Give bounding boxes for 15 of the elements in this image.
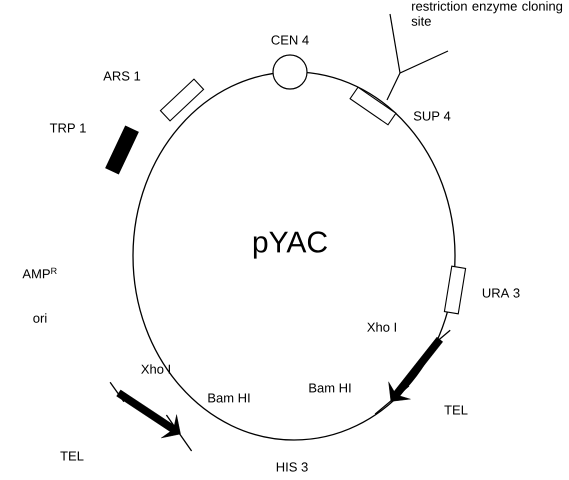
leading-label: restriction enzyme cloning site [412, 1, 562, 26]
marker-label: AMP$^{R}$ [22, 268, 57, 278]
gene-label: SUP 4 [414, 111, 450, 121]
gene-label: URA 3 [482, 288, 520, 298]
site-label: Bam HI [208, 393, 250, 403]
gene-label: TEL [444, 406, 468, 414]
site-label: Xho I [367, 322, 396, 332]
plasmid-name: pYAC [254, 231, 327, 259]
gene-label: CEN 4 [272, 35, 309, 45]
gene-label: TEL [60, 452, 84, 460]
site-label: Bam HI [309, 383, 350, 393]
gene-label: HIS 3 [276, 462, 308, 472]
gene-label: TRP 1 [50, 124, 86, 132]
marker-label: ori [33, 313, 46, 323]
gene-label: ARS 1 [103, 71, 140, 81]
